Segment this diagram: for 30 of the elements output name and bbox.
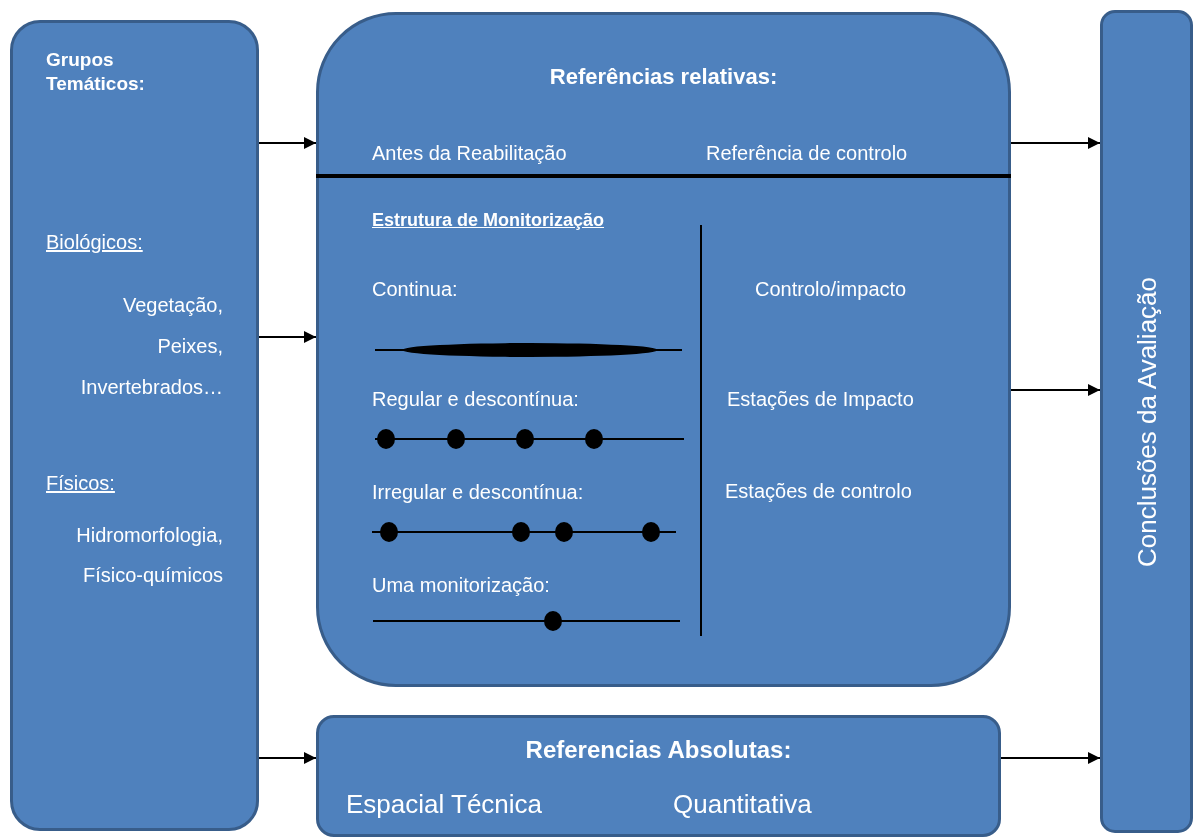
monitoring-label: Continua: xyxy=(372,277,458,301)
arrow xyxy=(1000,752,1101,764)
arrow xyxy=(258,752,317,764)
vertical-label: Conclusões da Avaliação xyxy=(1130,276,1163,567)
group-list: Hidromorfologia, Físico-químicos xyxy=(76,515,223,595)
monitoring-label: Regular e descontínua: xyxy=(372,387,579,411)
arrow xyxy=(258,137,317,149)
group-list: Vegetação, Peixes, Invertebrados… xyxy=(80,285,223,408)
category-label: Físicos: xyxy=(46,471,115,495)
conclusions-panel xyxy=(1100,10,1193,833)
arrow xyxy=(258,331,317,343)
panel-heading: Referências relativas: xyxy=(549,65,778,89)
reference-label: Quantitativa xyxy=(673,788,812,820)
arrow xyxy=(1010,137,1101,149)
panel-heading: Grupos Temáticos: xyxy=(46,48,146,96)
design-label: Estações de controlo xyxy=(725,479,912,503)
design-label: Controlo/impacto xyxy=(755,277,907,301)
design-label: Estações de Impacto xyxy=(727,387,914,411)
monitoring-label: Uma monitorização: xyxy=(372,573,550,597)
absolute-references-panel xyxy=(316,715,1001,837)
arrow xyxy=(1010,384,1101,396)
panel-heading: Referencias Absolutas: xyxy=(525,738,792,762)
group-panel xyxy=(10,20,259,831)
monitoring-label: Irregular e descontínua: xyxy=(372,480,584,504)
section-heading: Estrutura de Monitorização xyxy=(372,209,605,232)
reference-label: Espacial Técnica xyxy=(346,788,543,820)
relative-references-panel xyxy=(316,12,1011,687)
reference-label: Referência de controlo xyxy=(706,141,908,165)
reference-label: Antes da Reabilitação xyxy=(372,141,567,165)
category-label: Biológicos: xyxy=(46,230,143,254)
